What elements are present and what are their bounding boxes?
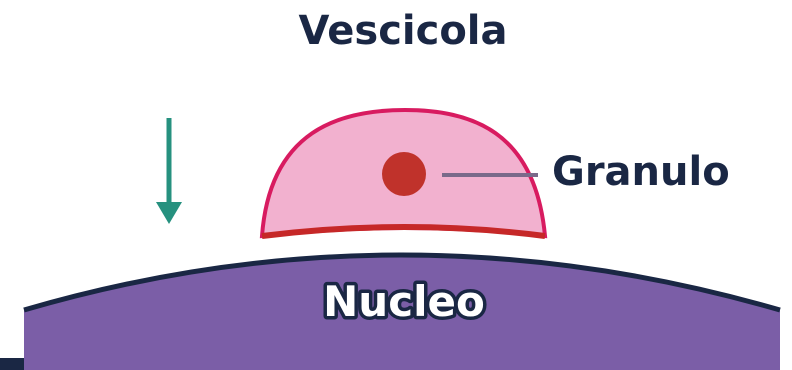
nucleus-base-strip bbox=[0, 358, 24, 370]
granule-dot bbox=[382, 152, 426, 196]
arrow-down-icon bbox=[156, 118, 182, 224]
vesicle-label: Vescicola bbox=[298, 8, 507, 54]
granule-label: Granulo bbox=[552, 149, 730, 195]
nucleus-label: Nucleo bbox=[323, 277, 485, 326]
